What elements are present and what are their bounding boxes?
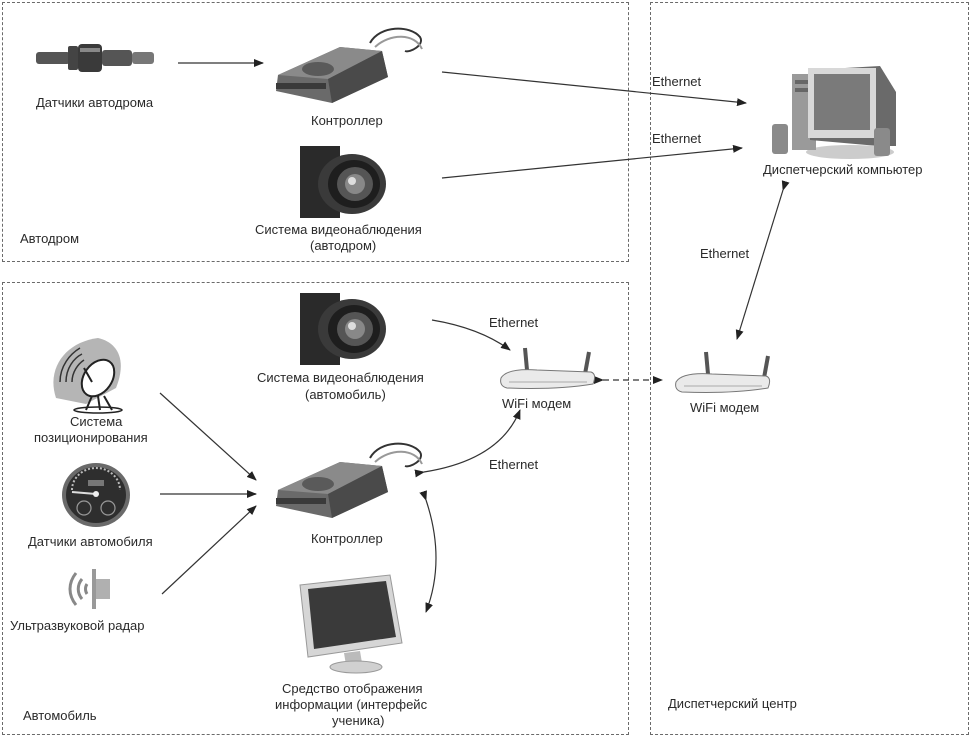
label-dispatch-computer: Диспетчерский компьютер	[763, 162, 923, 177]
wifi-router-icon	[675, 351, 771, 393]
sensor-probe-icon	[36, 44, 154, 72]
zone-dispatch	[650, 2, 969, 735]
speaker-wave-icon	[68, 569, 110, 609]
zone-label-car: Автомобиль	[23, 708, 97, 723]
lcd-monitor-icon	[299, 574, 403, 674]
label-autodrome-video-1: Система видеонаблюдения	[255, 222, 422, 237]
label-positioning-2: позиционирования	[34, 430, 148, 445]
label-autodrome-controller: Контроллер	[311, 113, 383, 128]
link-label-controller-computer: Ethernet	[652, 74, 702, 89]
camera-lens-icon	[300, 146, 386, 218]
controller-box-icon	[276, 442, 423, 518]
label-car-sensors: Датчики автомобиля	[28, 534, 153, 549]
zone-car	[2, 282, 629, 735]
label-display-1: Средство отображения	[282, 681, 423, 696]
zone-label-dispatch: Диспетчерский центр	[668, 696, 797, 711]
label-autodrome-video-2: (автодром)	[310, 238, 377, 253]
label-display-2: информации (интерфейс	[275, 697, 428, 712]
label-dispatch-wifi: WiFi модем	[690, 400, 760, 415]
link-label-car-controller-wifi: Ethernet	[489, 457, 539, 472]
wifi-router-icon	[500, 347, 596, 389]
label-autodrome-sensors: Датчики автодрома	[36, 95, 154, 110]
label-display-3: ученика)	[332, 713, 385, 728]
label-car-video-1: Система видеонаблюдения	[257, 370, 424, 385]
link-label-video-computer: Ethernet	[652, 131, 702, 146]
label-car-wifi: WiFi модем	[502, 396, 572, 411]
controller-box-icon	[276, 27, 423, 103]
zone-label-autodrome: Автодром	[20, 231, 80, 246]
zone-autodrome	[2, 2, 629, 262]
satellite-dish-icon	[53, 338, 123, 414]
link-label-computer-wifi: Ethernet	[700, 246, 750, 261]
label-positioning-1: Система	[70, 414, 123, 429]
label-car-controller: Контроллер	[311, 531, 383, 546]
link-label-car-video-wifi: Ethernet	[489, 315, 539, 330]
label-car-video-2: (автомобиль)	[305, 387, 386, 402]
camera-lens-icon	[300, 293, 386, 365]
label-ultrasonic-radar: Ультразвуковой радар	[10, 618, 145, 633]
desktop-computer-icon	[772, 66, 896, 159]
speedometer-icon	[62, 463, 130, 527]
